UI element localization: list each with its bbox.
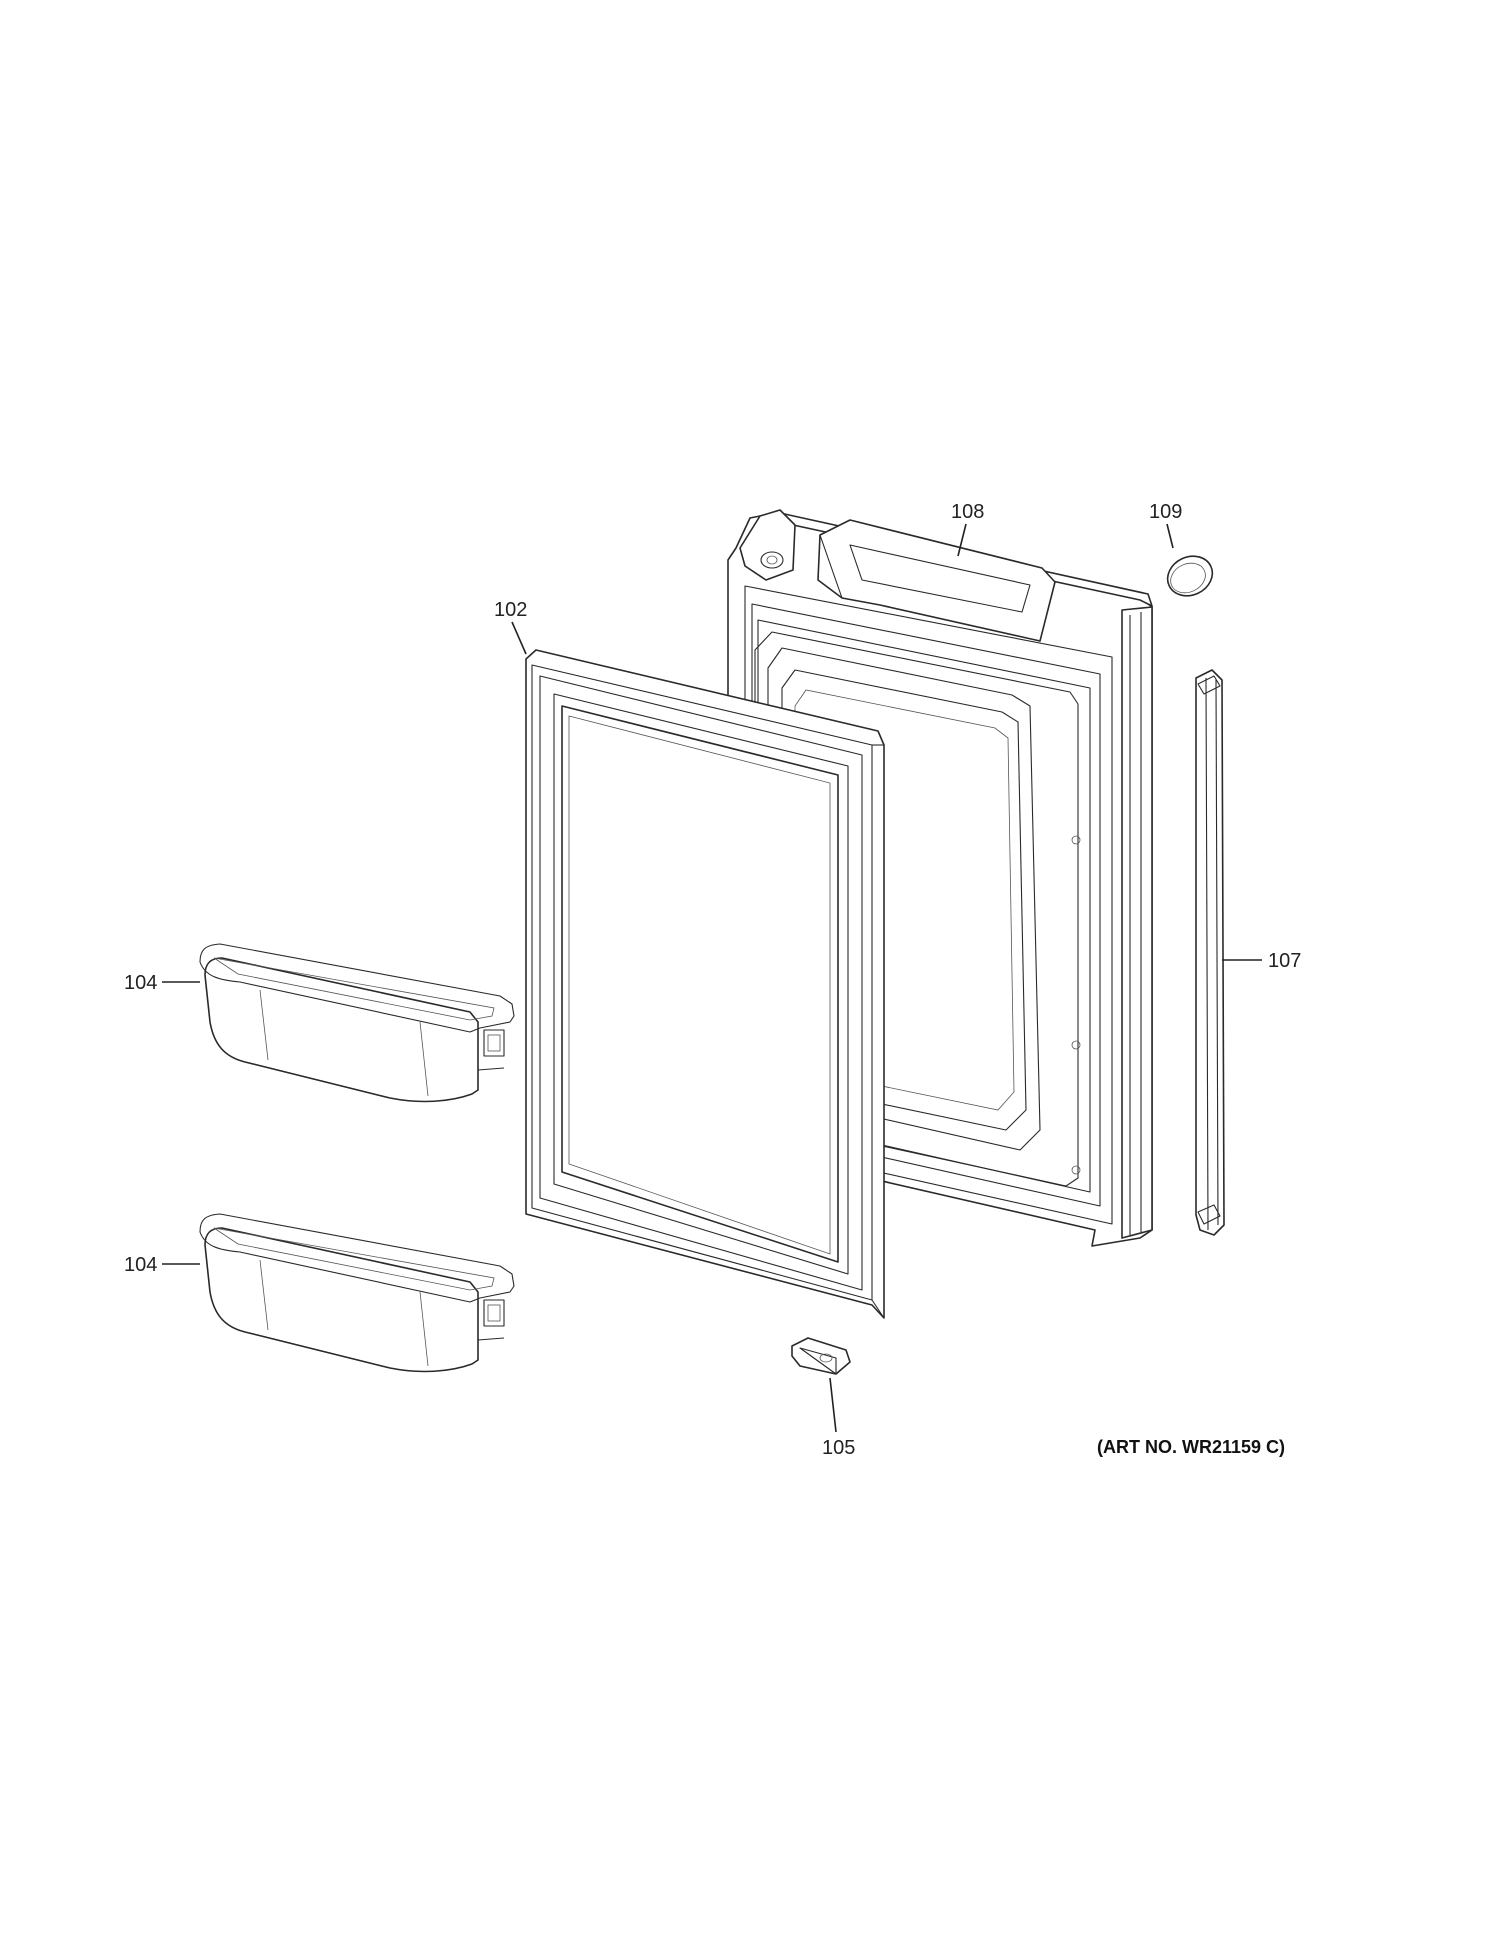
leader-109 [1166, 523, 1174, 549]
trim-strip-part [1195, 669, 1225, 1236]
callout-108: 108 [951, 501, 984, 523]
leader-105 [829, 1377, 837, 1433]
callout-102: 102 [494, 599, 527, 621]
door-bin-lower-part [199, 1213, 515, 1373]
leader-102 [511, 621, 527, 655]
door-stop-part [791, 1337, 851, 1375]
callout-105: 105 [822, 1437, 855, 1459]
callout-109: 109 [1149, 501, 1182, 523]
leader-108 [957, 523, 967, 557]
door-bin-upper-part [199, 943, 515, 1103]
art-number: (ART NO. WR21159 C) [1097, 1437, 1285, 1457]
callout-104-upper: 104 [124, 972, 157, 994]
cap-part [1166, 555, 1214, 597]
gasket-part [525, 649, 885, 1319]
callout-104-lower: 104 [124, 1254, 157, 1276]
callout-107: 107 [1268, 950, 1301, 972]
